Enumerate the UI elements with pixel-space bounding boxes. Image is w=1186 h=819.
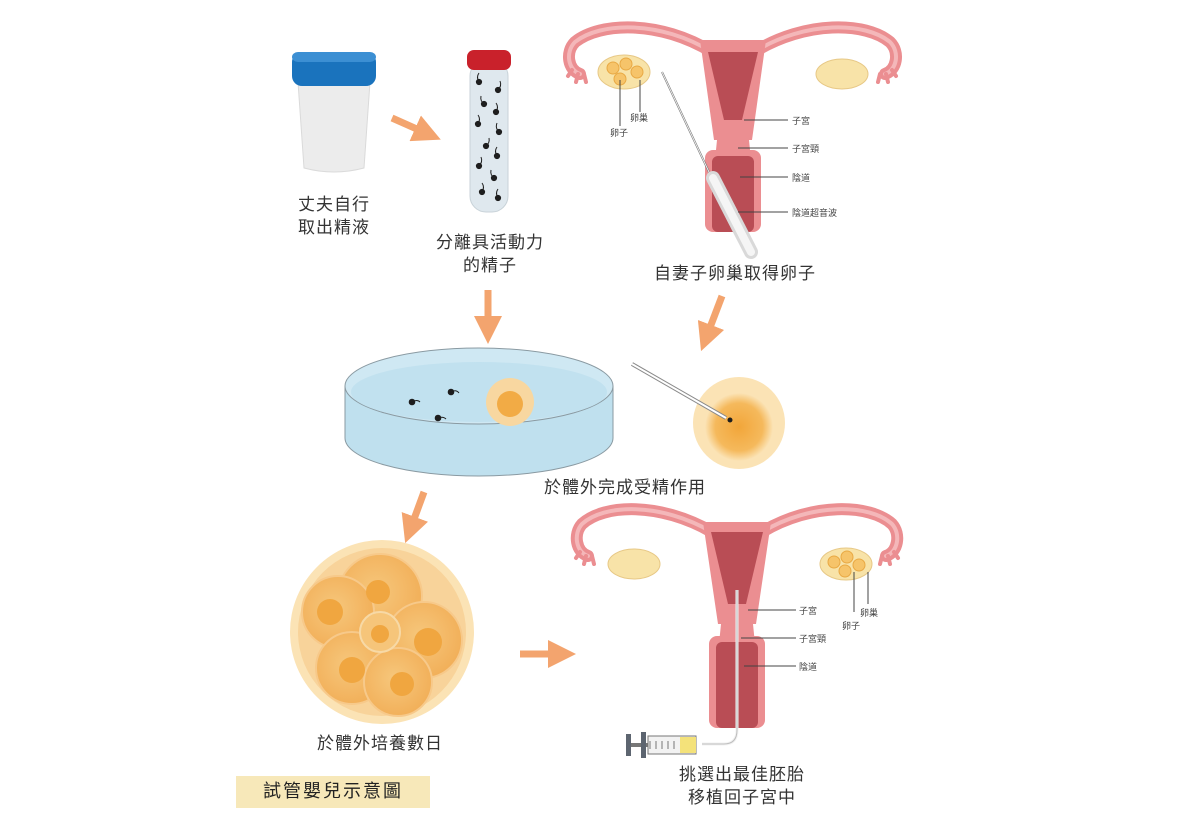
caption-fertilization-text: 於體外完成受精作用 bbox=[544, 478, 706, 498]
egg-injection bbox=[631, 362, 785, 469]
caption-separate-sperm: 分離具活動力 的精子 bbox=[430, 232, 550, 278]
label-bottom-uterus: 子宮 bbox=[799, 605, 817, 617]
label-top-uterus: 子宮 bbox=[792, 115, 810, 127]
caption-retrieve-eggs: 自妻子卵巢取得卵子 bbox=[640, 263, 830, 286]
caption-husband-semen-line2: 取出精液 bbox=[298, 218, 370, 238]
specimen-cup bbox=[292, 52, 376, 173]
arrow-dish-to-culture bbox=[401, 490, 428, 544]
caption-transfer-line2: 移植回子宮中 bbox=[688, 788, 796, 808]
tube-sperm-cells bbox=[474, 72, 503, 202]
caption-culture: 於體外培養數日 bbox=[300, 733, 460, 756]
petri-dish bbox=[344, 347, 614, 477]
caption-transfer: 挑選出最佳胚胎 移植回子宮中 bbox=[662, 764, 822, 810]
arrow-eggs-to-dish bbox=[697, 294, 726, 352]
label-top-cervix: 子宮頸 bbox=[792, 143, 819, 155]
caption-husband-semen-line1: 丈夫自行 bbox=[298, 195, 370, 215]
diagram-title: 試管嬰兒示意圖 bbox=[236, 776, 430, 808]
caption-fertilization: 於體外完成受精作用 bbox=[530, 477, 720, 500]
embryo-cluster bbox=[290, 540, 474, 724]
arrow-cup-to-tube bbox=[390, 114, 441, 142]
caption-transfer-line1: 挑選出最佳胚胎 bbox=[679, 765, 805, 785]
caption-culture-text: 於體外培養數日 bbox=[317, 734, 443, 754]
label-bottom-cervix: 子宮頸 bbox=[799, 633, 826, 645]
label-bottom-vagina: 陰道 bbox=[799, 661, 817, 673]
label-top-ultrasound: 陰道超音波 bbox=[792, 207, 837, 219]
label-top-ovary: 卵巢 bbox=[630, 112, 648, 124]
caption-separate-sperm-line2: 的精子 bbox=[463, 256, 517, 276]
label-top-vagina: 陰道 bbox=[792, 172, 810, 184]
label-top-egg: 卵子 bbox=[610, 128, 628, 139]
caption-retrieve-eggs-text: 自妻子卵巢取得卵子 bbox=[654, 264, 816, 284]
caption-husband-semen: 丈夫自行 取出精液 bbox=[284, 194, 384, 240]
sperm-tube bbox=[467, 50, 511, 213]
caption-separate-sperm-line1: 分離具活動力 bbox=[436, 233, 544, 253]
uterus-retrieval: 卵子 卵巢 子宮 子宮頸 陰道 陰道超音波 bbox=[563, 21, 902, 259]
label-bottom-ovary: 卵巢 bbox=[860, 607, 878, 619]
uterus-transfer: 子宮 子宮頸 陰道 卵巢 卵子 bbox=[570, 503, 904, 758]
label-bottom-egg: 卵子 bbox=[842, 621, 860, 632]
